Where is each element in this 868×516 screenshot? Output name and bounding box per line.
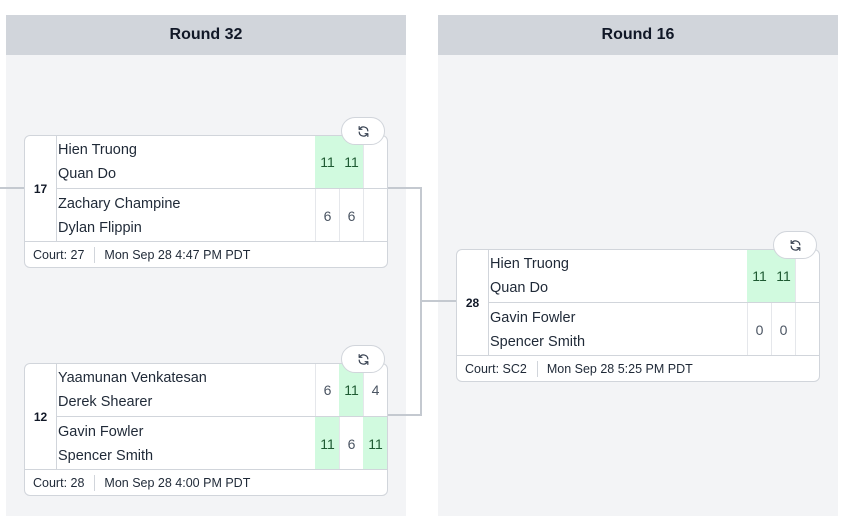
- refresh-icon: [790, 239, 800, 251]
- refresh-button[interactable]: [773, 231, 817, 259]
- game-score: [363, 136, 387, 188]
- player-name: Hien Truong: [58, 142, 137, 158]
- team-row-a: Yaamunan Venkatesan Derek Shearer 6 11 4: [57, 364, 387, 417]
- game-score: [363, 189, 387, 242]
- player-name: Yaamunan Venkatesan: [58, 370, 207, 386]
- round-32-header: Round 32: [6, 15, 406, 55]
- court-label: Court: 27: [25, 246, 96, 263]
- player-name: Dylan Flippin: [58, 219, 142, 236]
- game-score: 11: [747, 250, 771, 302]
- player-name: Quan Do: [58, 166, 117, 182]
- match-card-28[interactable]: 28 Hien Truong Quan Do 11 11 Gavin Fowle…: [456, 249, 820, 382]
- game-score: 11: [363, 417, 387, 470]
- player-name: Hien Truong: [490, 256, 569, 272]
- match-time: Mon Sep 28 4:47 PM PDT: [104, 247, 251, 262]
- match-number: 28: [457, 250, 489, 356]
- match-number: 17: [25, 136, 57, 242]
- match-number: 12: [25, 364, 57, 470]
- game-score: 6: [315, 189, 339, 242]
- game-score: 6: [339, 189, 363, 242]
- player-name: Spencer Smith: [58, 447, 154, 464]
- round-16-header: Round 16: [438, 15, 838, 55]
- match-card-17[interactable]: 17 Hien Truong Quan Do 11 11 Zachary Cha…: [24, 135, 388, 268]
- refresh-button[interactable]: [341, 117, 385, 145]
- game-score: 6: [315, 364, 339, 416]
- team-row-b: Gavin Fowler Spencer Smith 0 0: [489, 303, 819, 356]
- player-name: Gavin Fowler: [490, 309, 576, 326]
- game-score: 6: [339, 417, 363, 470]
- player-name: Quan Do: [490, 280, 549, 296]
- match-time: Mon Sep 28 5:25 PM PDT: [546, 361, 693, 376]
- team-row-b: Gavin Fowler Spencer Smith 11 6 11: [57, 417, 387, 470]
- game-score: 11: [315, 136, 339, 188]
- bracket-connector-17: [387, 187, 422, 189]
- game-score: 4: [363, 364, 387, 416]
- court-label: Court: SC2: [457, 360, 538, 377]
- match-footer: Court: 27 Mon Sep 28 4:47 PM PDT: [25, 241, 387, 267]
- player-name: Zachary Champine: [58, 195, 181, 212]
- match-card-12[interactable]: 12 Yaamunan Venkatesan Derek Shearer 6 1…: [24, 363, 388, 496]
- game-score: [795, 250, 819, 302]
- bracket-connector-28: [420, 300, 457, 302]
- player-name: Spencer Smith: [490, 333, 586, 350]
- match-footer: Court: SC2 Mon Sep 28 5:25 PM PDT: [457, 355, 819, 381]
- game-score: 11: [315, 417, 339, 470]
- bracket-connector-12: [387, 414, 422, 416]
- team-row-a: Hien Truong Quan Do 11 11: [489, 250, 819, 303]
- game-score: 0: [747, 303, 771, 356]
- player-name: Gavin Fowler: [58, 423, 144, 440]
- refresh-icon: [358, 125, 368, 137]
- team-row-b: Zachary Champine Dylan Flippin 6 6: [57, 189, 387, 242]
- game-score: 0: [771, 303, 795, 356]
- team-row-a: Hien Truong Quan Do 11 11: [57, 136, 387, 189]
- match-footer: Court: 28 Mon Sep 28 4:00 PM PDT: [25, 469, 387, 495]
- court-label: Court: 28: [25, 474, 96, 491]
- refresh-icon: [358, 353, 368, 365]
- match-time: Mon Sep 28 4:00 PM PDT: [104, 475, 251, 490]
- refresh-button[interactable]: [341, 345, 385, 373]
- game-score: [795, 303, 819, 356]
- bracket-connector-incoming: [0, 187, 24, 189]
- player-name: Derek Shearer: [58, 394, 153, 410]
